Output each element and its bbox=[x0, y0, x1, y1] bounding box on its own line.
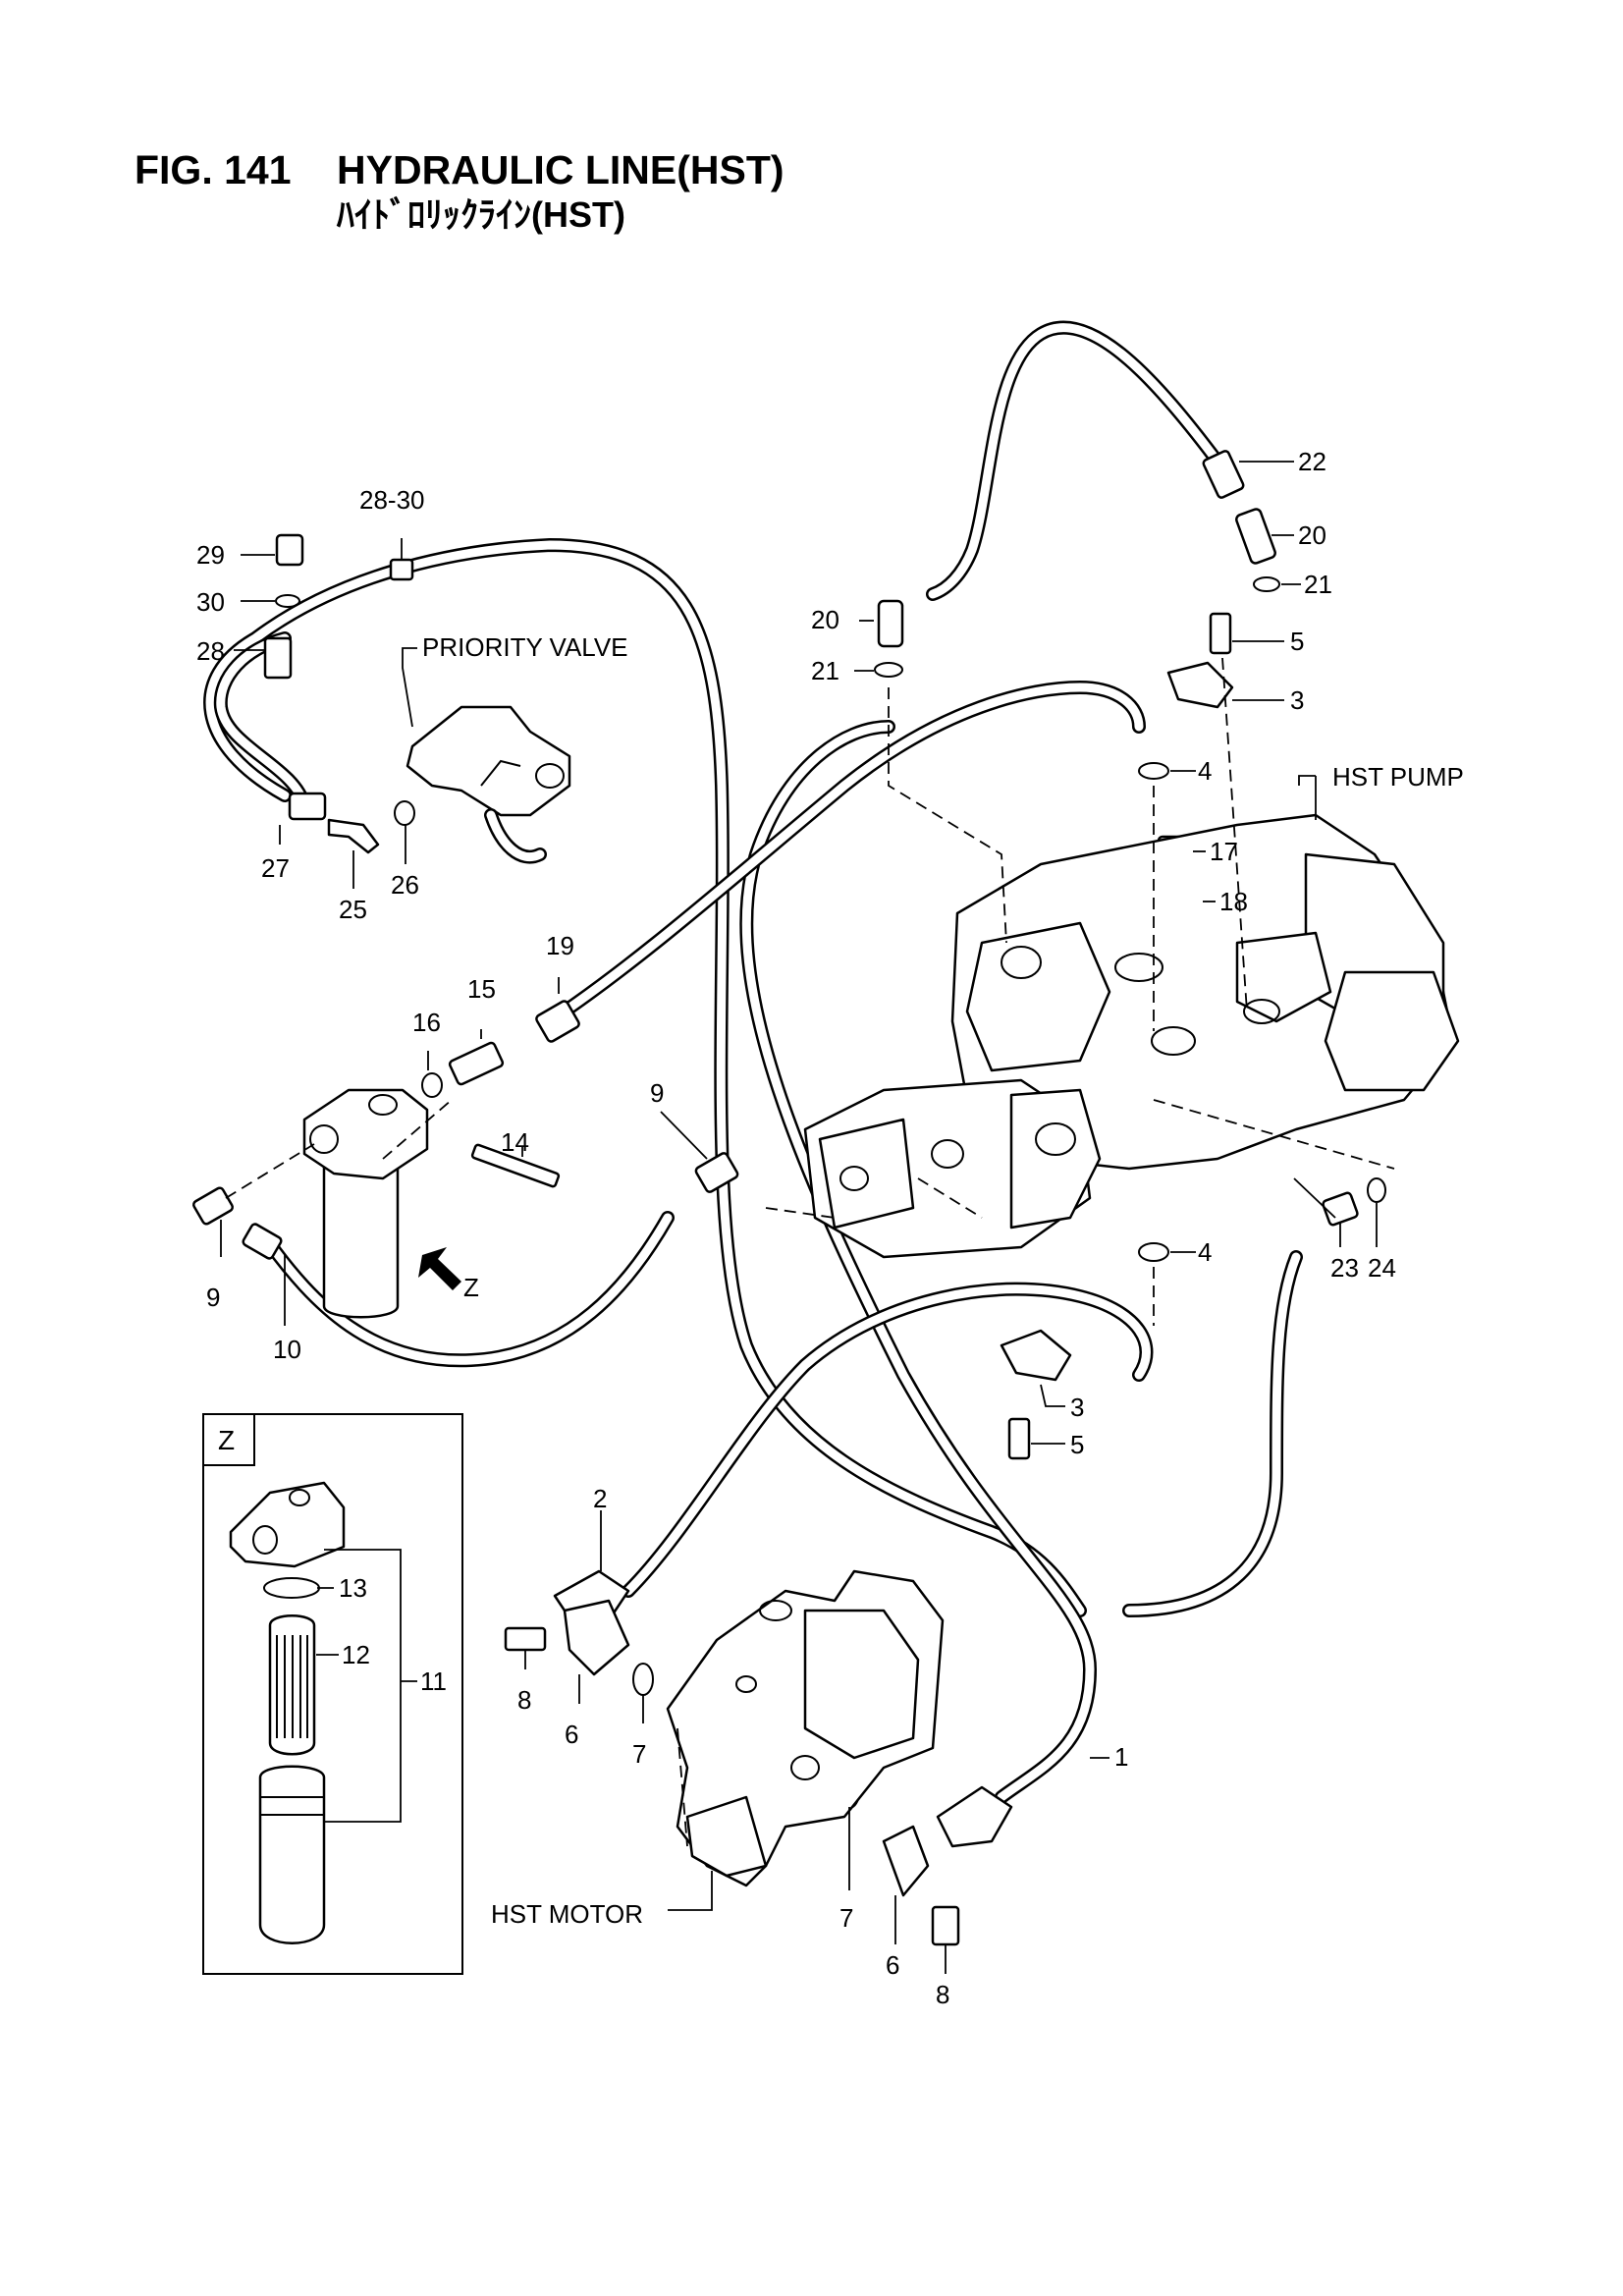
callout-13: 13 bbox=[339, 1573, 367, 1603]
flange-6-right bbox=[882, 1825, 930, 1897]
callout-8-left: 8 bbox=[517, 1685, 531, 1715]
callout-23: 23 bbox=[1330, 1253, 1359, 1283]
view-z-arrow: Z bbox=[418, 1247, 479, 1302]
inset-z-label: Z bbox=[218, 1425, 235, 1455]
callout-9-right: 9 bbox=[650, 1078, 664, 1108]
oring-16 bbox=[421, 1072, 443, 1098]
callout-10: 10 bbox=[273, 1335, 301, 1364]
fitting-15 bbox=[448, 1041, 505, 1086]
callout-4-top: 4 bbox=[1198, 756, 1212, 786]
callout-1: 1 bbox=[1114, 1742, 1128, 1772]
fittings bbox=[191, 450, 1386, 1946]
bolt-29 bbox=[275, 533, 304, 567]
callout-5-top: 5 bbox=[1290, 627, 1304, 656]
oring-4-bottom bbox=[1138, 1242, 1169, 1262]
fitting-27 bbox=[288, 792, 327, 821]
callout-30: 30 bbox=[196, 587, 225, 617]
hst-motor bbox=[666, 1569, 945, 1887]
callout-5-bottom: 5 bbox=[1070, 1430, 1084, 1459]
hst-pump-label: HST PUMP bbox=[1332, 762, 1464, 792]
fitting-9-left bbox=[191, 1186, 235, 1226]
callout-20-left: 20 bbox=[811, 605, 839, 634]
callout-8-right: 8 bbox=[936, 1980, 949, 2009]
leader-lines bbox=[220, 461, 1378, 1974]
figure-number: FIG. 141 bbox=[135, 147, 292, 192]
callout-12: 12 bbox=[342, 1640, 370, 1669]
priority-valve-label: PRIORITY VALVE bbox=[422, 632, 628, 662]
bolt-8-right bbox=[931, 1905, 960, 1946]
callout-24: 24 bbox=[1368, 1253, 1396, 1283]
callout-14: 14 bbox=[501, 1127, 529, 1157]
hst-motor-label: HST MOTOR bbox=[491, 1899, 643, 1929]
fitting-1-elbow bbox=[936, 1785, 1013, 1848]
fitting-10 bbox=[242, 1223, 283, 1260]
bolt-5-top bbox=[1209, 612, 1232, 655]
oring-21-left bbox=[874, 662, 903, 678]
callout-22: 22 bbox=[1298, 447, 1326, 476]
clip-28 bbox=[263, 636, 293, 680]
hoses bbox=[203, 320, 1303, 1804]
callout-17: 17 bbox=[1210, 837, 1238, 866]
callout-28: 28 bbox=[196, 636, 225, 666]
callout-11: 11 bbox=[420, 1667, 447, 1696]
callout-2: 2 bbox=[593, 1484, 607, 1513]
centerlines bbox=[888, 657, 1395, 1326]
clip-28-30 bbox=[389, 558, 414, 581]
oring-21-right bbox=[1253, 576, 1280, 592]
hst-pump bbox=[765, 813, 1460, 1259]
callout-28-30: 28-30 bbox=[359, 485, 425, 515]
callout-9-left: 9 bbox=[206, 1283, 220, 1312]
oring-7-left bbox=[632, 1663, 654, 1696]
clamp-3-bottom bbox=[1000, 1329, 1072, 1382]
callout-labels: 1 2 3 3 4 4 5 5 6 6 7 7 8 8 9 9 10 11 12… bbox=[196, 447, 1396, 2009]
inset-z: Z bbox=[202, 1413, 463, 1975]
priority-valve bbox=[406, 705, 571, 864]
fitting-20-left bbox=[877, 599, 904, 648]
washer-30 bbox=[275, 594, 300, 608]
callout-21-left: 21 bbox=[811, 656, 839, 685]
callout-21-right: 21 bbox=[1304, 570, 1332, 599]
oring-24 bbox=[1367, 1177, 1386, 1203]
bolt-14 bbox=[470, 1143, 561, 1188]
fitting-23 bbox=[1322, 1191, 1359, 1227]
callout-25: 25 bbox=[339, 895, 367, 924]
callout-27: 27 bbox=[261, 853, 290, 883]
callout-6-left: 6 bbox=[565, 1720, 578, 1749]
callout-20-right: 20 bbox=[1298, 520, 1326, 550]
figure-title: HYDRAULIC LINE(HST) bbox=[337, 147, 784, 192]
flange-6-left bbox=[563, 1599, 630, 1676]
callout-26: 26 bbox=[391, 870, 419, 900]
fitting-19 bbox=[535, 1000, 580, 1043]
oring-4-top bbox=[1138, 762, 1169, 780]
view-z-arrow-label: Z bbox=[463, 1273, 479, 1302]
fitting-25-elbow bbox=[327, 818, 380, 854]
callout-7-right: 7 bbox=[839, 1903, 853, 1933]
fitting-9-right bbox=[694, 1152, 739, 1193]
callout-29: 29 bbox=[196, 540, 225, 570]
callout-18: 18 bbox=[1219, 887, 1248, 916]
callout-19: 19 bbox=[546, 931, 574, 960]
callout-15: 15 bbox=[467, 974, 496, 1004]
callout-4-bottom: 4 bbox=[1198, 1237, 1212, 1267]
bolt-5-bottom bbox=[1007, 1417, 1031, 1460]
callout-16: 16 bbox=[412, 1008, 441, 1037]
callout-7-left: 7 bbox=[632, 1739, 646, 1769]
figure-subtitle-japanese: ﾊｲﾄﾞﾛﾘｯｸﾗｲﾝ(HST) bbox=[337, 194, 625, 235]
line-filter bbox=[225, 1088, 453, 1319]
oring-26 bbox=[394, 800, 415, 826]
fitting-20-right bbox=[1235, 508, 1276, 565]
callout-3-top: 3 bbox=[1290, 685, 1304, 715]
bolt-8-left bbox=[504, 1626, 547, 1652]
hose-22 bbox=[926, 320, 1224, 601]
fitting-22 bbox=[1202, 450, 1245, 499]
callout-6-right: 6 bbox=[886, 1950, 899, 1980]
callout-3-bottom: 3 bbox=[1070, 1393, 1084, 1422]
